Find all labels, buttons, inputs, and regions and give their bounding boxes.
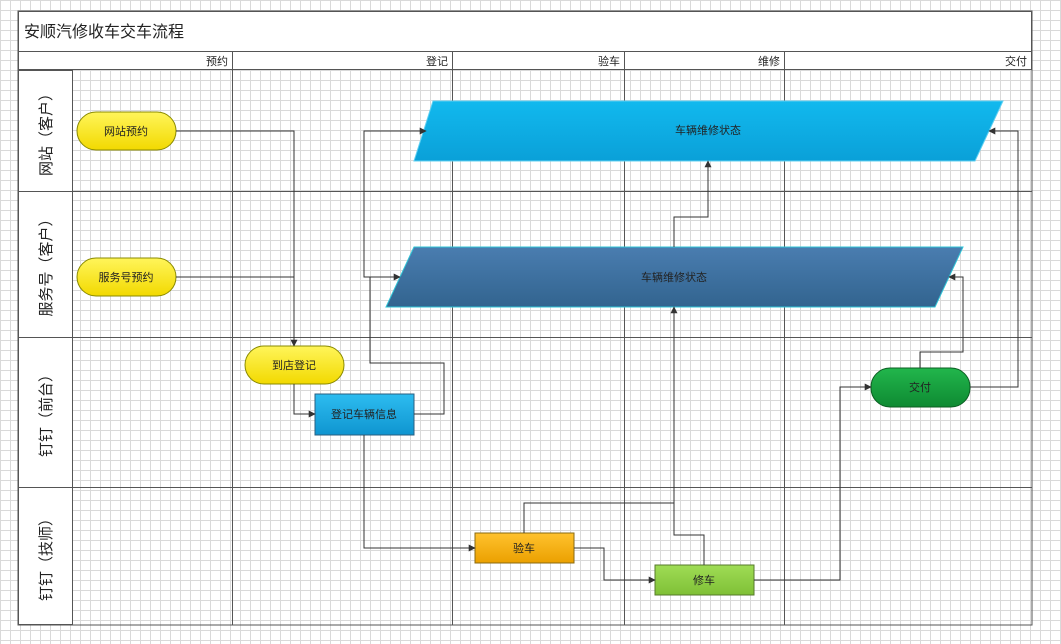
process-inspect[interactable] xyxy=(474,532,575,564)
lane-label-website: 网站（客户） xyxy=(37,86,55,176)
lane-label-column xyxy=(18,70,73,625)
diagram-title: 安顺汽修收车交车流程 xyxy=(24,22,184,41)
data-status-website-label: 车辆维修状态 xyxy=(675,123,741,137)
connector-inspect-to-repair xyxy=(574,547,656,584)
connector-register-to-status-service xyxy=(369,273,445,415)
process-register-vehicle-label: 登记车辆信息 xyxy=(331,407,397,421)
connectors xyxy=(176,127,1019,584)
process-inspect-label: 验车 xyxy=(513,541,535,555)
phase-label-inspect: 验车 xyxy=(598,54,620,68)
connector-repair-to-deliver xyxy=(754,383,872,581)
phase-header xyxy=(18,51,1032,70)
lane-label-front-desk: 钉钉（前台） xyxy=(37,367,55,457)
connector-checkin-to-register xyxy=(293,384,316,418)
connector-deliver-to-status-service xyxy=(919,273,964,368)
terminator-service-booking-label: 服务号预约 xyxy=(99,271,154,284)
lane-label-technician: 钉钉（技师） xyxy=(37,511,55,601)
data-status-service-label: 车辆维修状态 xyxy=(641,270,707,284)
phase-label-booking: 预约 xyxy=(206,55,228,68)
lane-label-service: 服务号（客户） xyxy=(37,211,55,316)
phase-label-deliver: 交付 xyxy=(1005,54,1027,68)
connector-register-to-inspect xyxy=(363,435,476,552)
process-repair-label: 修车 xyxy=(693,573,715,587)
data-status-website[interactable] xyxy=(413,100,1004,162)
phase-label-repair: 维修 xyxy=(758,54,780,68)
terminator-deliver-label: 交付 xyxy=(909,380,931,394)
connector-website-to-checkin xyxy=(176,130,298,347)
phase-label-register: 登记 xyxy=(426,54,448,68)
connector-register-to-status-website xyxy=(363,127,427,278)
lane-separators xyxy=(18,191,1032,488)
data-status-service[interactable] xyxy=(385,246,964,308)
connector-repair-to-status xyxy=(673,503,705,565)
terminator-website-booking-label: 网站预约 xyxy=(104,124,148,138)
terminator-store-checkin-label: 到店登记 xyxy=(272,358,316,372)
connector-inspect-to-status-service xyxy=(523,306,678,533)
connector-status-service-to-website xyxy=(673,160,712,247)
connector-deliver-to-status-website xyxy=(970,127,1019,388)
